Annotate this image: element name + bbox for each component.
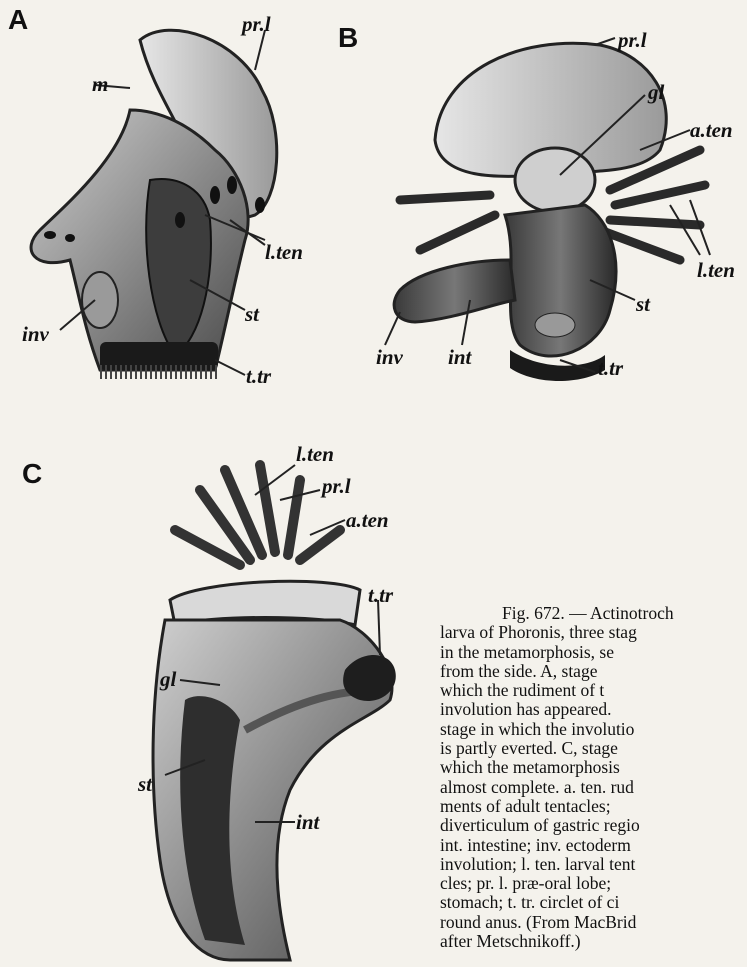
panel-letter-c: C: [22, 458, 42, 490]
caption-line: after Metschnikoff.): [440, 932, 747, 951]
larva-a: [31, 30, 277, 375]
label-a-m: m: [92, 72, 108, 97]
figure-caption: Fig. 672. — Actinotroch larva of Phoroni…: [440, 604, 747, 967]
larva-a-body: [31, 110, 248, 370]
caption-line: larva of Phoronis, three stag: [440, 623, 747, 642]
caption-line: which the metamorphosis: [440, 758, 747, 777]
caption-line: int. intestine; inv. ectoderm: [440, 836, 747, 855]
caption-line: is partly everted. C, stage: [440, 739, 747, 758]
label-a-st: st: [245, 302, 259, 327]
larva-b-gastric: [515, 148, 595, 212]
label-c-st: st: [138, 772, 152, 797]
label-b-ttr: t.tr: [598, 356, 623, 381]
panel-letter-a: A: [8, 4, 28, 36]
caption-line: involution; l. ten. larval tent: [440, 855, 747, 874]
label-b-lten: l.ten: [697, 258, 735, 283]
label-b-inv: inv: [376, 345, 403, 370]
caption-line: involution has appeared.: [440, 700, 747, 719]
caption-line: from the side. A, stage: [440, 662, 747, 681]
label-b-gl: gl: [648, 80, 664, 105]
caption-line: ments of adult tentacles;: [440, 797, 747, 816]
label-c-gl: gl: [160, 667, 176, 692]
caption-line: round anus. (From MacBrid: [440, 913, 747, 932]
larva-b-involution: [394, 260, 515, 322]
label-c-aten: a.ten: [346, 508, 389, 533]
label-c-lten: l.ten: [296, 442, 334, 467]
caption-line: Fig. 672. — Actinotroch: [440, 604, 747, 623]
label-b-aten: a.ten: [690, 118, 733, 143]
label-a-lten: l.ten: [265, 240, 303, 265]
label-a-prl: pr.l: [242, 12, 271, 37]
label-c-prl: pr.l: [322, 474, 351, 499]
caption-line: cles; pr. l. præ-oral lobe;: [440, 874, 747, 893]
caption-line: which the rudiment of t: [440, 681, 747, 700]
larva-a-involution: [82, 272, 118, 328]
caption-line: almost complete. a. ten. rud: [440, 778, 747, 797]
label-a-ttr: t.tr: [246, 364, 271, 389]
caption-line: diverticulum of gastric regio: [440, 816, 747, 835]
panel-letter-b: B: [338, 22, 358, 54]
caption-line: in the metamorphosis, se: [440, 643, 747, 662]
caption-line: stage in which the involutio: [440, 720, 747, 739]
caption-line: stomach; t. tr. circlet of ci: [440, 893, 747, 912]
label-b-st: st: [636, 292, 650, 317]
larva-c: [153, 465, 396, 960]
label-b-prl: pr.l: [618, 28, 647, 53]
label-c-int: int: [296, 810, 319, 835]
label-a-inv: inv: [22, 322, 49, 347]
label-b-int: int: [448, 345, 471, 370]
larva-c-collar: [170, 581, 360, 625]
label-c-ttr: t.tr: [368, 583, 393, 608]
